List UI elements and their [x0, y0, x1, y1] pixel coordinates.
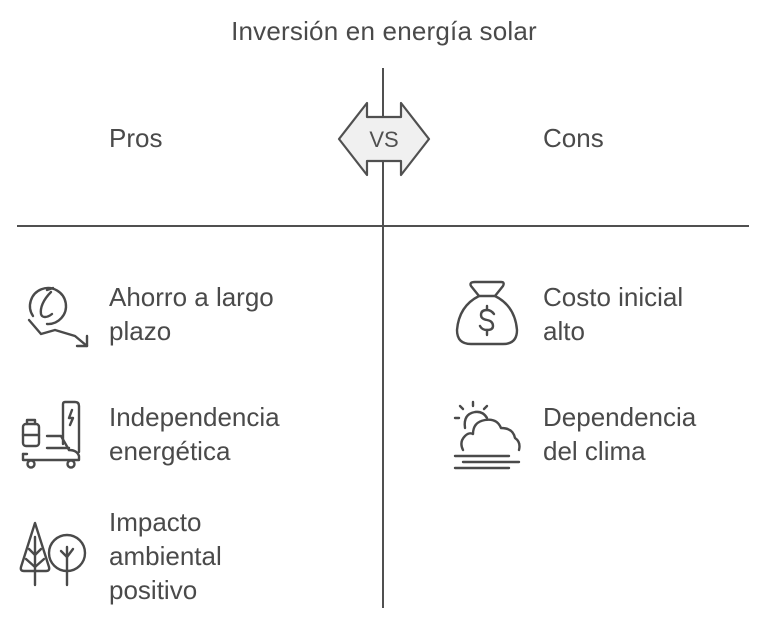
savings-trend-down-icon — [17, 278, 93, 354]
vs-text: VS — [369, 127, 398, 152]
pros-item-label: Independencia energética — [109, 402, 280, 466]
pros-heading: Pros — [109, 123, 163, 153]
partly-cloudy-fog-icon — [451, 398, 527, 474]
pros-item-label: Ahorro a largo plazo — [109, 282, 274, 346]
money-bag-icon — [451, 278, 527, 354]
vertical-divider — [382, 68, 384, 608]
trees-icon — [17, 519, 93, 595]
double-arrow-icon: VS — [337, 101, 431, 177]
vs-badge: VS — [337, 101, 431, 177]
ev-charging-battery-icon — [17, 398, 93, 474]
diagram-title: Inversión en energía solar — [231, 16, 537, 46]
cons-item-label: Costo inicial alto — [543, 282, 684, 346]
pros-item-label: Impacto ambiental positivo — [109, 507, 222, 605]
horizontal-divider — [17, 225, 749, 227]
cons-item-label: Dependencia del clima — [543, 402, 697, 466]
cons-heading: Cons — [543, 123, 604, 153]
